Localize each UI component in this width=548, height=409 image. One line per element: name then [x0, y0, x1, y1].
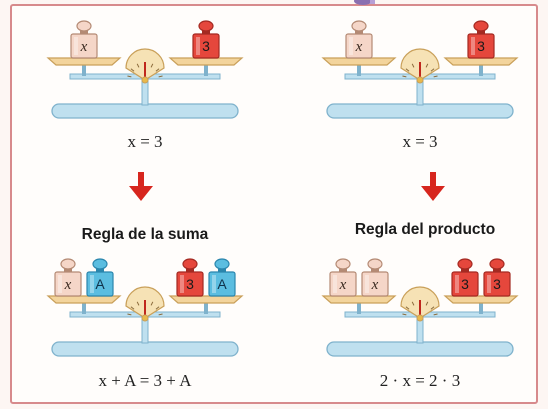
weight-right-0: 3: [192, 20, 220, 59]
scale-dial-icon: [400, 48, 440, 84]
scale-base: [326, 341, 514, 357]
weight-left-0: x: [345, 20, 373, 59]
weight-label: 3: [186, 276, 194, 292]
scale-base: [326, 103, 514, 119]
weight-label: x: [80, 39, 88, 55]
weight-right-1: A: [208, 258, 236, 297]
weight-right-1: 3: [483, 258, 511, 297]
scale-dial-icon: [125, 48, 165, 84]
weight-left-0: x: [54, 258, 82, 297]
weight-right-0: 3: [176, 258, 204, 297]
down-arrow-icon: [129, 172, 153, 201]
scale-pan-left: [46, 57, 122, 66]
weight-right-0: 3: [451, 258, 479, 297]
weight-label: 3: [493, 276, 501, 292]
scale-pan-right: [443, 57, 519, 66]
weight-label: 3: [461, 276, 469, 292]
scale-pan-right: [443, 295, 519, 304]
scale-pan-left: [46, 295, 122, 304]
scale-dial-icon: [125, 286, 165, 322]
scale-base: [51, 103, 239, 119]
down-arrow-icon: [421, 172, 445, 201]
weight-left-0: x: [70, 20, 98, 59]
equation-top-right: x = 3: [402, 132, 438, 151]
rule-title-sum: Regla de la suma: [81, 226, 209, 243]
scale-base: [51, 341, 239, 357]
balance-scale-bottom-left: x A 3 A: [46, 258, 244, 357]
equation-bottom-right: 2 · x = 2 · 3: [379, 371, 461, 390]
balance-scale-bottom-right: x x 3 3: [321, 258, 519, 357]
weight-left-1: A: [86, 258, 114, 297]
weight-label: x: [64, 277, 72, 293]
scale-dial-icon: [400, 286, 440, 322]
corner-ornament-icon: [354, 0, 375, 5]
weight-label: A: [217, 276, 227, 292]
scale-pan-right: [168, 295, 244, 304]
equation-bottom-left: x + A = 3 + A: [98, 371, 192, 390]
scale-pan-left: [321, 295, 397, 304]
weight-label: x: [355, 39, 363, 55]
weight-left-1: x: [361, 258, 389, 297]
weight-left-0: x: [329, 258, 357, 297]
scale-pan-left: [321, 57, 397, 66]
weight-label: x: [371, 277, 379, 293]
equation-top-left: x = 3: [127, 132, 163, 151]
weight-label: 3: [477, 38, 485, 54]
weight-label: A: [95, 276, 105, 292]
weight-label: x: [339, 277, 347, 293]
weight-right-0: 3: [467, 20, 495, 59]
diagram-frame: [10, 4, 538, 404]
weight-label: 3: [202, 38, 210, 54]
scale-pan-right: [168, 57, 244, 66]
rule-title-product: Regla del producto: [354, 221, 496, 238]
